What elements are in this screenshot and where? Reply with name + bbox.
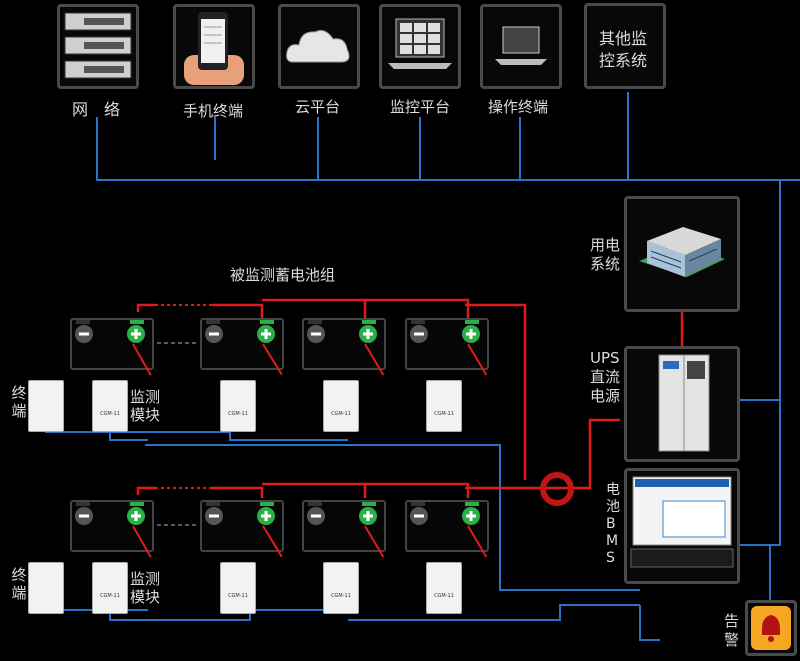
laptop-icon bbox=[495, 26, 547, 65]
laptop-grid-icon bbox=[388, 18, 452, 69]
monitor-module-label-row1: 监测模块 bbox=[129, 388, 160, 424]
current-sensor[interactable] bbox=[540, 472, 574, 506]
battery[interactable] bbox=[200, 500, 284, 552]
terminal-label-row2: 终端 bbox=[11, 566, 27, 602]
module-model-text: CGM-11 bbox=[228, 411, 248, 417]
network-device[interactable] bbox=[57, 4, 139, 89]
power-wiring bbox=[136, 298, 684, 498]
phone-icon bbox=[184, 12, 244, 85]
battery[interactable] bbox=[70, 318, 154, 370]
mobile-label: 手机终端 bbox=[183, 102, 244, 120]
other-system-label: 其他监控系统 bbox=[599, 29, 648, 70]
monitor-module[interactable]: CGM-11 bbox=[92, 380, 128, 432]
module-model-text: CGM-11 bbox=[100, 411, 120, 417]
ups-device[interactable] bbox=[624, 346, 740, 462]
other-monitor-system[interactable]: 其他监控系统 bbox=[584, 3, 666, 89]
battery[interactable] bbox=[302, 318, 386, 370]
monitor-platform-label: 监控平台 bbox=[390, 98, 451, 116]
operator-terminal-device[interactable] bbox=[480, 4, 562, 89]
power-system-device[interactable] bbox=[624, 196, 740, 312]
terminal-label-row1: 终端 bbox=[11, 384, 27, 420]
alarm-bell-icon bbox=[751, 606, 791, 650]
terminal-module[interactable] bbox=[28, 562, 64, 614]
ups-label: UPS直流电源 bbox=[590, 349, 621, 405]
monitor-module-label-row2: 监测模块 bbox=[129, 570, 160, 606]
monitor-module[interactable]: CGM-11 bbox=[220, 562, 256, 614]
operator-label: 操作终端 bbox=[488, 98, 549, 116]
battery[interactable] bbox=[70, 500, 154, 552]
module-model-text: CGM-11 bbox=[434, 411, 454, 417]
network-label: 网 络 bbox=[72, 100, 121, 119]
battery[interactable] bbox=[200, 318, 284, 370]
monitor-module[interactable]: CGM-11 bbox=[323, 562, 359, 614]
cloud-device[interactable] bbox=[278, 4, 360, 89]
battery[interactable] bbox=[405, 500, 489, 552]
monitor-module[interactable]: CGM-11 bbox=[92, 562, 128, 614]
bms-screen-icon bbox=[630, 476, 734, 568]
monitor-module[interactable]: CGM-11 bbox=[426, 380, 462, 432]
battery[interactable] bbox=[302, 500, 386, 552]
alarm-label: 告警 bbox=[724, 612, 740, 649]
module-model-text: CGM-11 bbox=[331, 411, 351, 417]
alarm-device[interactable] bbox=[745, 600, 797, 656]
ups-cabinet-icon bbox=[658, 354, 710, 452]
module-model-text: CGM-11 bbox=[434, 593, 454, 599]
terminal-module[interactable] bbox=[28, 380, 64, 432]
module-model-text: CGM-11 bbox=[331, 593, 351, 599]
mobile-device[interactable] bbox=[173, 4, 255, 89]
power-system-label: 用电系统 bbox=[590, 236, 621, 273]
battery-group-title: 被监测蓄电池组 bbox=[230, 266, 336, 284]
module-model-text: CGM-11 bbox=[100, 593, 120, 599]
bms-label: 电池BMS bbox=[606, 482, 620, 566]
monitor-platform-device[interactable] bbox=[379, 4, 461, 89]
cloud-label: 云平台 bbox=[295, 98, 341, 116]
monitor-module[interactable]: CGM-11 bbox=[426, 562, 462, 614]
monitor-module[interactable]: CGM-11 bbox=[220, 380, 256, 432]
server-rack-icon bbox=[64, 12, 132, 79]
battery[interactable] bbox=[405, 318, 489, 370]
bms-device[interactable] bbox=[624, 468, 740, 584]
cloud-icon bbox=[286, 30, 350, 63]
module-model-text: CGM-11 bbox=[228, 593, 248, 599]
building-icon bbox=[639, 227, 725, 277]
monitor-module[interactable]: CGM-11 bbox=[323, 380, 359, 432]
